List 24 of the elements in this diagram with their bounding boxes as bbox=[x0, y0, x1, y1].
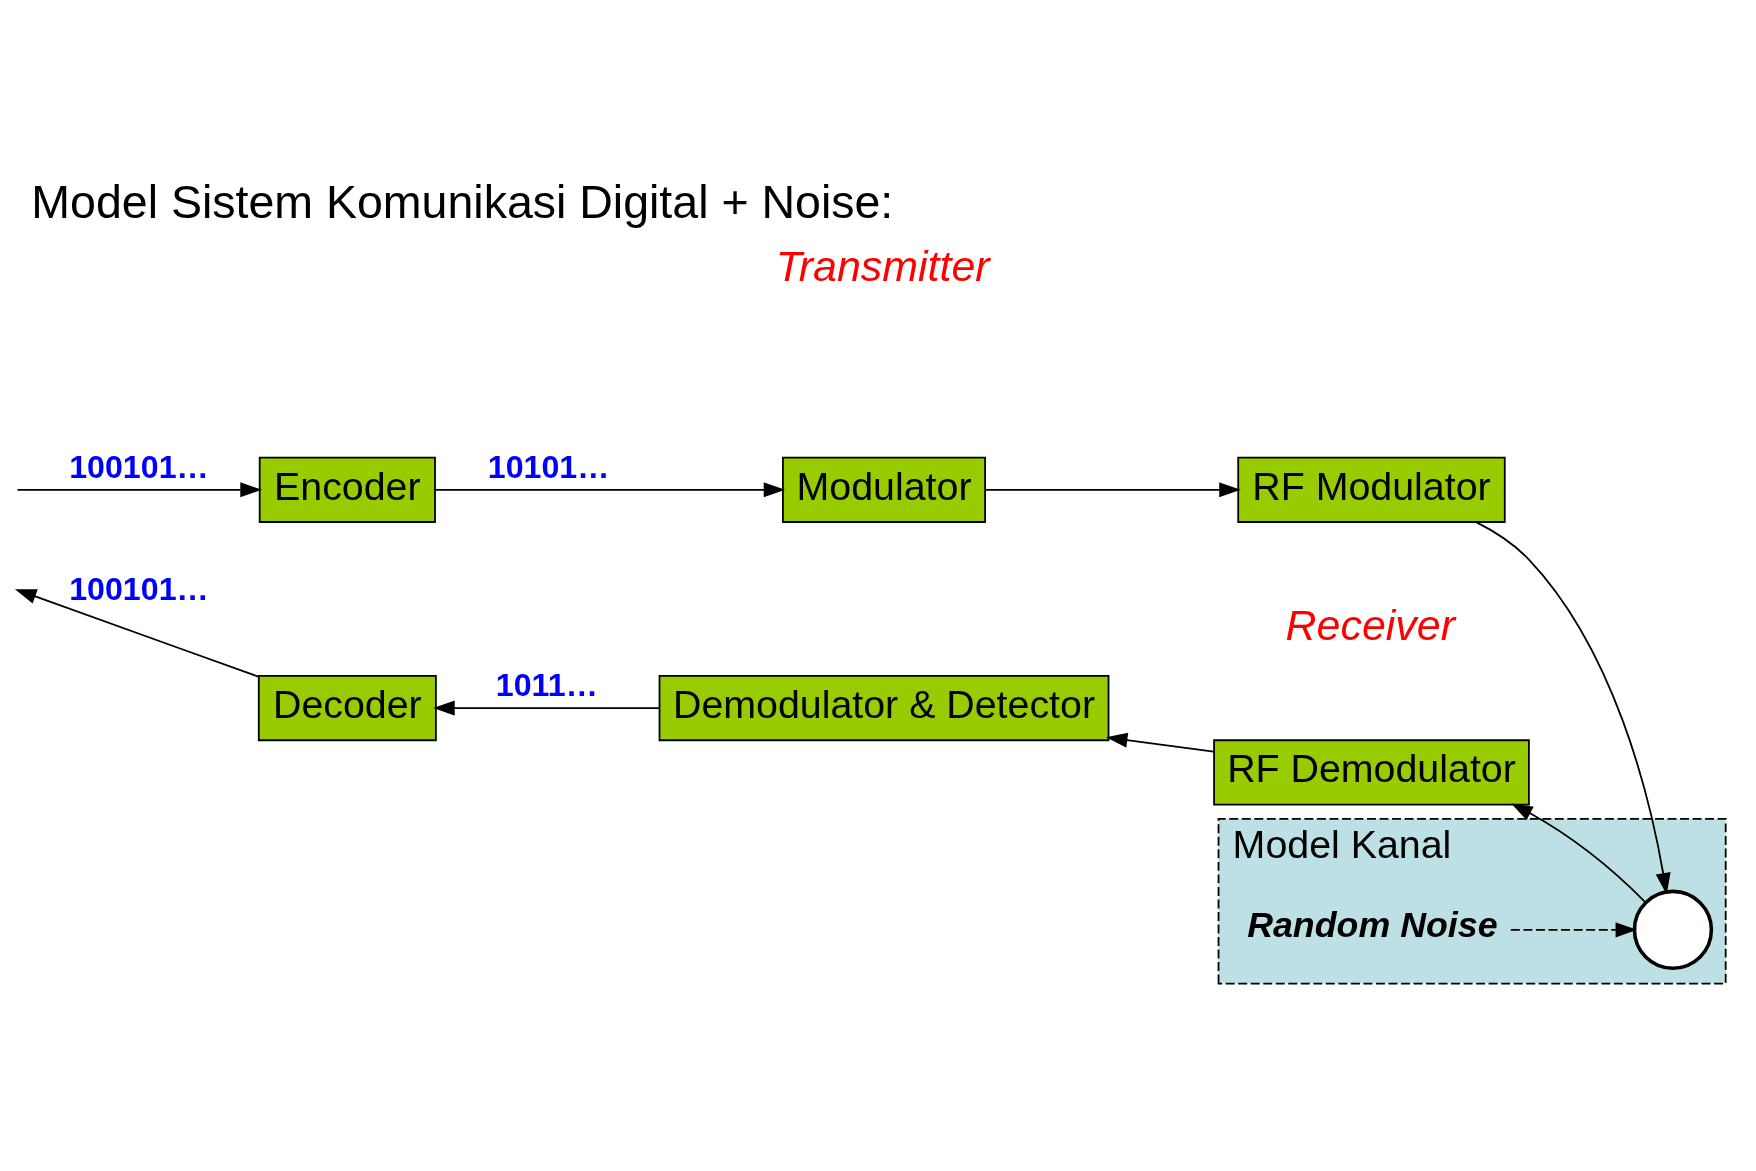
arrow bbox=[1509, 922, 1638, 938]
label: Transmitter bbox=[775, 241, 990, 290]
node-box: RF Modulator bbox=[1237, 456, 1506, 523]
arrow bbox=[1511, 803, 1647, 904]
edge-label: 100101… bbox=[69, 448, 209, 485]
arrow bbox=[1475, 521, 1671, 895]
arrow bbox=[984, 482, 1241, 498]
node-circle bbox=[1632, 889, 1714, 971]
node-box: Decoder bbox=[257, 674, 437, 742]
diagram-title: Model Sistem Komunikasi Digital + Noise: bbox=[31, 175, 894, 228]
arrow bbox=[16, 482, 262, 498]
label: Receiver bbox=[1285, 601, 1455, 650]
arrow bbox=[1105, 732, 1215, 753]
node-box: RF Demodulator bbox=[1213, 739, 1530, 806]
arrow bbox=[14, 589, 260, 678]
node-box: Encoder bbox=[258, 456, 436, 523]
arrow bbox=[434, 482, 786, 498]
edge-label: 100101… bbox=[69, 570, 209, 607]
edge-label: 10101… bbox=[487, 448, 610, 485]
node-box: Demodulator & Detector bbox=[658, 674, 1110, 742]
node-box: Modulator bbox=[782, 456, 986, 523]
node-text: Random Noise bbox=[1247, 905, 1498, 946]
edge-label: 1011… bbox=[495, 667, 598, 704]
arrow bbox=[433, 700, 660, 716]
